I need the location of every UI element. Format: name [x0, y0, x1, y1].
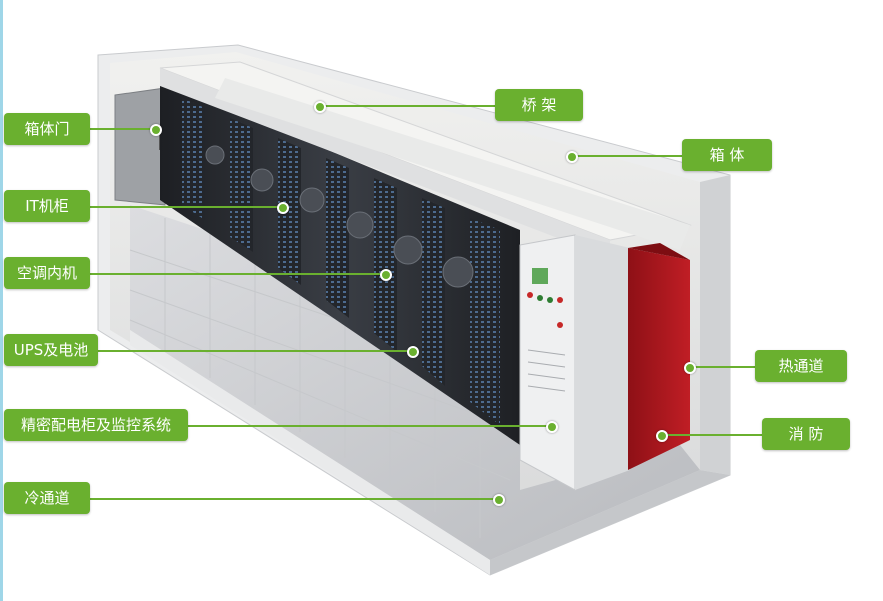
marker-hot-aisle [684, 362, 696, 374]
leader-hot-aisle [690, 366, 755, 368]
marker-cold-aisle [493, 494, 505, 506]
leader-ups [98, 350, 412, 352]
callout-fire: 消 防 [762, 418, 850, 450]
callout-it-cabinet: IT机柜 [4, 190, 90, 222]
leader-cold-aisle [90, 498, 498, 500]
callout-pdu: 精密配电柜及监控系统 [4, 409, 188, 441]
callout-cold-aisle: 冷通道 [4, 482, 90, 514]
leader-door [90, 128, 155, 130]
marker-ac-unit [380, 269, 392, 281]
leader-ac-unit [90, 273, 385, 275]
marker-door [150, 124, 162, 136]
leader-tray [320, 105, 495, 107]
marker-enclosure [566, 151, 578, 163]
marker-pdu [546, 421, 558, 433]
callout-door: 箱体门 [4, 113, 90, 145]
marker-it-cabinet [277, 202, 289, 214]
callout-hot-aisle: 热通道 [755, 350, 847, 382]
end-door [115, 88, 165, 205]
callout-tray: 桥 架 [495, 89, 583, 121]
leader-fire [662, 434, 762, 436]
callout-ups: UPS及电池 [4, 334, 98, 366]
marker-ups [407, 346, 419, 358]
leader-pdu [188, 425, 551, 427]
callout-ac-unit: 空调内机 [4, 257, 90, 289]
leader-it-cabinet [90, 206, 282, 208]
leader-enclosure [572, 155, 682, 157]
marker-fire [656, 430, 668, 442]
marker-tray [314, 101, 326, 113]
callout-enclosure: 箱 体 [682, 139, 772, 171]
pdu-cabinet [520, 235, 630, 490]
